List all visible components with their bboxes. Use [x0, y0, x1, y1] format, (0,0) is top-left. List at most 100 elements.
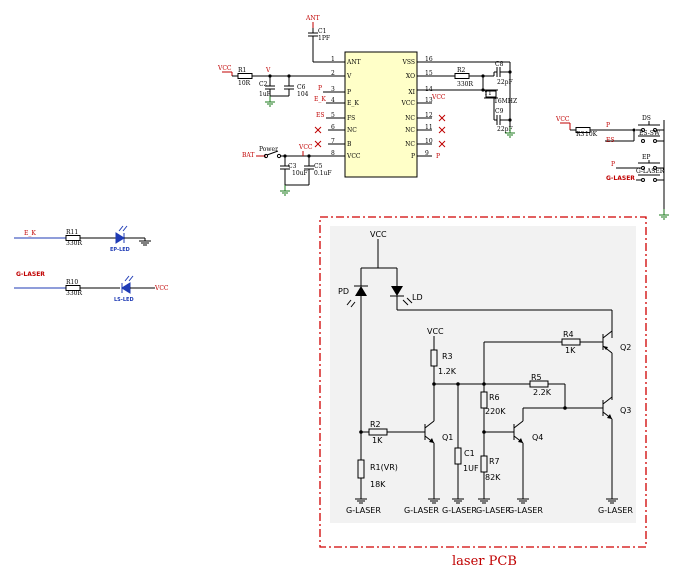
ld-label: LD	[412, 293, 423, 302]
ic-left-pin-name: E_K	[347, 100, 359, 107]
c1-name: C1	[318, 28, 326, 35]
ic-left-pin-name: FS	[347, 115, 355, 122]
pcb-r1-value: 18K	[370, 480, 386, 489]
led-vcc-label: VCC	[154, 285, 169, 292]
q1-label: Q1	[442, 433, 453, 442]
ic-left-pin-name: NC	[347, 127, 357, 134]
ic-left-pin-num: 1	[331, 56, 335, 63]
pcb-r3-value: 1.2K	[438, 367, 457, 376]
bat-label: BAT	[242, 152, 254, 159]
ic-left-pin-name: P	[347, 89, 351, 96]
battery-power-circuit: BAT Power VCC C3 10uF C5 0.1uF	[242, 144, 345, 196]
ic-right-pin-name: VCC	[400, 100, 415, 107]
ic-right-pin-num: 16	[425, 56, 433, 63]
gnd-label-1: G-LASER	[346, 506, 381, 515]
v-label: V	[265, 67, 271, 74]
q2-label: Q2	[620, 343, 631, 352]
sw1-sub: ES-SW	[639, 130, 661, 137]
ic-left-pin-name: V	[346, 73, 352, 80]
pcb-r6-name: R6	[489, 393, 500, 402]
q3-label: Q3	[620, 406, 631, 415]
pcb-r4-name: R4	[563, 330, 574, 339]
crystal-circuit: R2 330R C8 22pF Y1 16MHZ C9 22pF	[417, 61, 517, 138]
switch-network: VCC R3 10K P ES DS ES-SW P EP G-LASER	[555, 115, 670, 220]
r10-name: R10	[66, 279, 78, 286]
r1-name: R1	[238, 67, 246, 74]
ls-led-circuit: G-LASER R10 330R LS-LED VCC	[14, 271, 169, 303]
c3-value: 10uF	[292, 170, 308, 177]
c2-name: C2	[259, 81, 268, 88]
pcb-r2-name: R2	[370, 420, 381, 429]
pcb-c1-name: C1	[464, 449, 475, 458]
ic-right-pin-name: NC	[405, 127, 415, 134]
y1-name: Y1	[483, 90, 492, 97]
y1-value: 16MHZ	[494, 98, 517, 105]
net-p-2: P	[436, 153, 440, 160]
pd-label: PD	[338, 287, 349, 296]
ic-left-nets: P E_K ES	[314, 85, 345, 148]
r2-name: R2	[457, 67, 466, 74]
c6-name: C6	[297, 84, 306, 91]
gnd-label-2: G-LASER	[404, 506, 439, 515]
c2-value: 1uF	[259, 91, 271, 98]
led-glaser-label: G-LASER	[16, 271, 45, 278]
pcb-vcc-top: VCC	[370, 230, 387, 239]
ic-left-pin-num: 7	[331, 138, 335, 145]
pcb-r1-name: R1(VR)	[370, 463, 398, 472]
vcc-label-3: VCC	[431, 94, 446, 101]
ic-right-pin-name: VSS	[402, 59, 415, 66]
ic-right-pin-num: 9	[425, 150, 429, 157]
c9-name: C9	[495, 108, 504, 115]
ic-right-pin-name: NC	[405, 141, 415, 148]
ic-right-pin-num: 12	[425, 112, 433, 119]
ic-left-pin-num: 5	[331, 112, 335, 119]
r11-name: R11	[66, 229, 78, 236]
gnd-label-5: G-LASER	[508, 506, 543, 515]
pcb-r7-name: R7	[489, 457, 500, 466]
power-label: Power	[259, 146, 278, 153]
ic-right-pin-name: NC	[405, 115, 415, 122]
led-ek-label: E_K	[24, 230, 36, 237]
ic-left-pin-num: 8	[331, 150, 335, 157]
sw-net-p2: P	[611, 161, 615, 168]
ep-led-circuit: E_K R11 330R EP-LED	[14, 225, 151, 253]
r11-value: 330R	[66, 240, 82, 247]
c3-name: C3	[288, 163, 297, 170]
led1-label: EP-LED	[110, 247, 130, 253]
gnd-label-3: G-LASER	[442, 506, 477, 515]
sw-glaser: G-LASER	[606, 175, 635, 182]
c8-value: 22pF	[497, 79, 513, 86]
ic-left-pin-name: B	[347, 141, 352, 148]
pcb-vcc-mid: VCC	[427, 327, 444, 336]
ic-left-pin-num: 4	[331, 97, 335, 104]
c5-name: C5	[314, 163, 323, 170]
ic-right-pin-name: XI	[408, 89, 415, 96]
pcb-r6-value: 220K	[485, 407, 506, 416]
pcb-r4-value: 1K	[565, 346, 576, 355]
sw-net-es: ES	[606, 137, 615, 144]
pcb-r5-name: R5	[531, 373, 542, 382]
ic-right-pin-num: 11	[425, 124, 433, 131]
net-es: ES	[316, 112, 325, 119]
vcc-label-2: VCC	[298, 144, 313, 151]
ic-left-pin-num: 2	[331, 70, 335, 77]
switch-vcc-label: VCC	[555, 116, 570, 123]
pcb-c1-value: 1UF	[463, 464, 479, 473]
power-filter-circuit: VCC R1 10R V C2 1uF C6 104	[217, 65, 345, 107]
c5-value: 0.1uF	[314, 170, 332, 177]
r3-sw-value: 10K	[585, 131, 598, 138]
sw2-label: EP	[642, 154, 650, 161]
pcb-title: laser PCB	[452, 554, 517, 569]
ic-right-nets: VCC P	[417, 94, 446, 160]
net-ek: E_K	[314, 96, 326, 103]
ic-right-pin-num: 13	[425, 97, 433, 104]
net-p: P	[318, 85, 322, 92]
ic-left-pin-num: 6	[331, 124, 335, 131]
r1-value: 10R	[238, 80, 251, 87]
gnd-label-6: G-LASER	[598, 506, 633, 515]
ic-left-pin-num: 3	[331, 86, 335, 93]
laser-pcb-circuit: VCC PD LD R2 1K Q1 G-LASER	[338, 230, 633, 515]
c1-value: 1PF	[318, 35, 330, 42]
ic-right-pin-num: 15	[425, 70, 433, 77]
